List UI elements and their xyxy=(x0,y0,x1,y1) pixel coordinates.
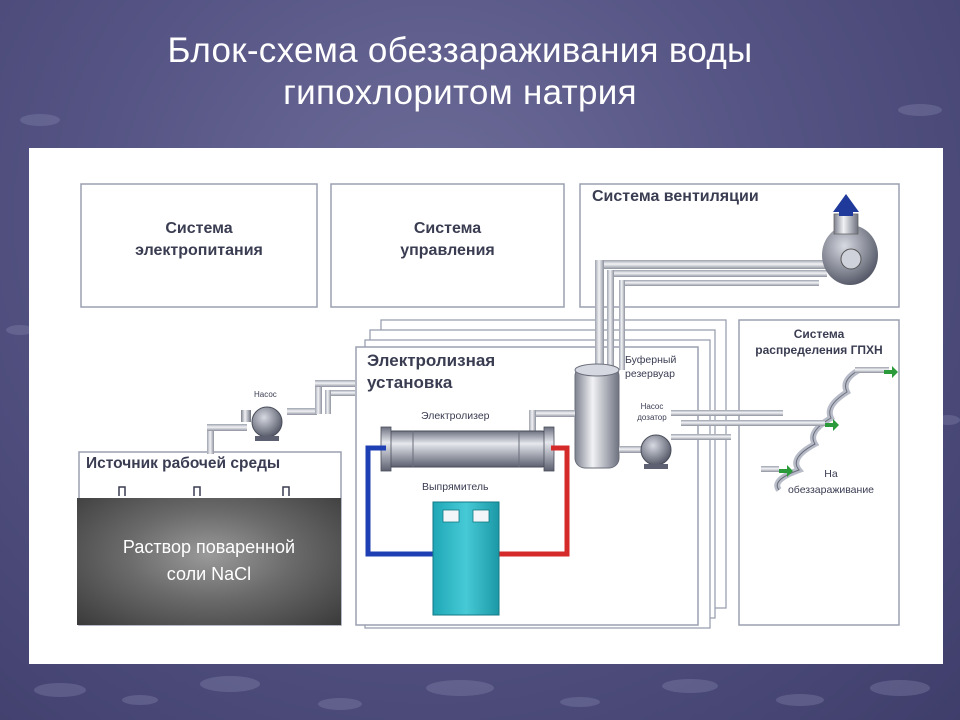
distribution-manifold-shading xyxy=(776,369,860,491)
dosing-pump-label: Насос дозатор xyxy=(629,401,675,423)
disinfection-output-line1: На xyxy=(824,468,838,480)
control-system-label: Система управления xyxy=(331,218,564,262)
electrolysis-unit-label: Электролизная установка xyxy=(367,350,495,394)
cold-wire xyxy=(365,445,433,557)
dosing-pump-line2: дозатор xyxy=(637,413,667,422)
electrolysis-unit-box xyxy=(355,346,699,626)
control-system-line2: управления xyxy=(400,242,495,259)
distribution-system-line1: Система xyxy=(793,327,845,341)
electrolysis-unit-line1: Электролизная xyxy=(367,351,496,370)
flow-diagram: Система электропитания Система управлени… xyxy=(29,148,943,664)
control-system-line1: Система xyxy=(413,220,482,237)
disinfection-output-line2: обеззараживание xyxy=(787,484,875,496)
salt-solution-line1: Раствор поваренной xyxy=(122,537,296,557)
distribution-arrow-3 xyxy=(779,465,793,477)
rectifier-cabinet xyxy=(432,501,500,616)
distribution-pipe-3 xyxy=(761,466,779,472)
ventilation-up-arrow xyxy=(833,194,859,216)
control-system-box xyxy=(330,183,565,308)
ventilation-system-label: Система вентиляции xyxy=(592,188,759,205)
distribution-arrow-1 xyxy=(884,366,898,378)
ventilation-duct xyxy=(595,260,835,370)
distribution-pipe-2 xyxy=(781,420,825,426)
ventilation-fan xyxy=(822,213,878,285)
buffer-tank-line2: резервуар xyxy=(625,368,675,380)
buffer-tank-label: Буферный резервуар xyxy=(625,353,676,381)
source-outlet-markers xyxy=(118,486,290,496)
disinfection-output-label: На обеззараживание xyxy=(771,466,891,498)
working-medium-label: Источник рабочей среды xyxy=(86,455,281,472)
electrolysis-unit-line2: установка xyxy=(367,373,453,392)
electrolyzer-label: Электролизер xyxy=(421,410,490,422)
dosing-pump xyxy=(640,434,672,469)
pump xyxy=(241,406,283,441)
salt-solution-box: Раствор поваренной соли NaCl xyxy=(77,498,341,625)
slide-title: Блок-схема обеззараживания воды гипохлор… xyxy=(60,30,860,114)
power-system-line1: Система xyxy=(165,220,233,237)
distribution-pipe-1 xyxy=(855,367,889,373)
buffer-tank xyxy=(574,363,620,469)
distribution-system-line2: распределения ГПХН xyxy=(755,343,883,357)
buffer-tank-line1: Буферный xyxy=(625,354,677,366)
power-system-box xyxy=(80,183,318,308)
salt-solution-line2: соли NaCl xyxy=(166,564,252,584)
slide-title-line2: гипохлоритом натрия xyxy=(283,73,637,112)
slide-title-line1: Блок-схема обеззараживания воды xyxy=(167,31,753,70)
pump-label: Насос xyxy=(254,390,277,399)
process-pipes xyxy=(207,380,823,454)
power-system-label: Система электропитания xyxy=(81,218,317,262)
distribution-system-label: Система распределения ГПХН xyxy=(739,326,899,358)
distribution-arrow-2 xyxy=(825,419,839,431)
power-system-line2: электропитания xyxy=(135,242,263,259)
dosing-pump-line1: Насос xyxy=(640,402,664,411)
diagram-graphics xyxy=(78,183,900,629)
hot-wire xyxy=(499,445,570,557)
rectifier-label: Выпрямитель xyxy=(422,481,489,493)
electrolyzer-cylinder xyxy=(380,426,555,472)
